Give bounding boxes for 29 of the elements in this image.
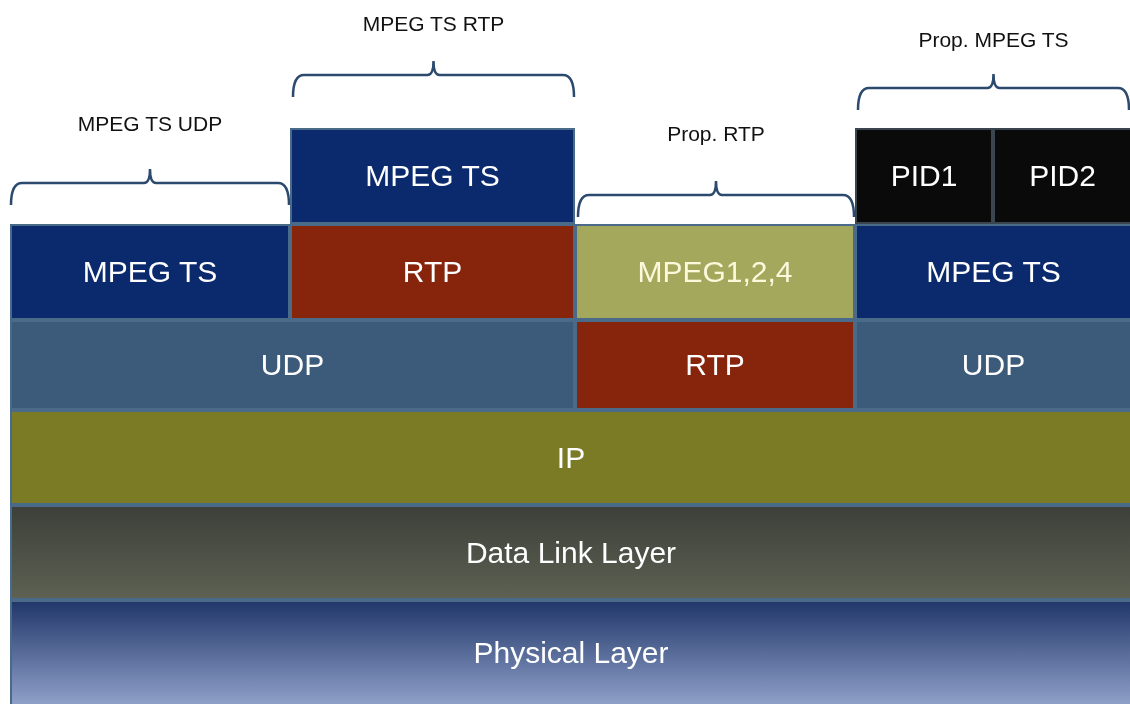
block-label: MPEG1,2,4 bbox=[637, 255, 793, 289]
block-label: Data Link Layer bbox=[465, 535, 677, 570]
protocol-block bbox=[855, 224, 1130, 320]
protocol-block bbox=[575, 224, 855, 320]
block-label: MPEG TS bbox=[82, 255, 218, 289]
block-label: PID2 bbox=[1029, 159, 1096, 193]
block-label: RTP bbox=[402, 255, 463, 289]
block-label: RTP bbox=[685, 348, 745, 382]
block-label: PID1 bbox=[890, 159, 958, 193]
block-label: MPEG TS bbox=[365, 159, 500, 193]
protocol-block bbox=[290, 128, 575, 224]
protocol-block bbox=[10, 320, 575, 410]
block-label: IP bbox=[556, 440, 586, 475]
layer-band bbox=[10, 505, 1130, 600]
block-label: MPEG TS bbox=[926, 255, 1061, 289]
group-label: Prop. RTP bbox=[667, 122, 765, 146]
block-label: UDP bbox=[260, 348, 325, 382]
protocol-block bbox=[10, 224, 290, 320]
group-label: MPEG TS UDP bbox=[77, 112, 223, 136]
pid-block bbox=[855, 128, 993, 224]
protocol-block bbox=[290, 224, 575, 320]
block-label: Physical Layer bbox=[473, 636, 669, 670]
group-label: Prop. MPEG TS bbox=[918, 28, 1069, 52]
layer-band bbox=[10, 600, 1130, 704]
protocol-block bbox=[575, 320, 855, 410]
layer-band bbox=[10, 410, 1130, 505]
pid-block bbox=[993, 128, 1130, 224]
group-label: MPEG TS RTP bbox=[362, 12, 505, 36]
block-label: UDP bbox=[961, 348, 1026, 382]
